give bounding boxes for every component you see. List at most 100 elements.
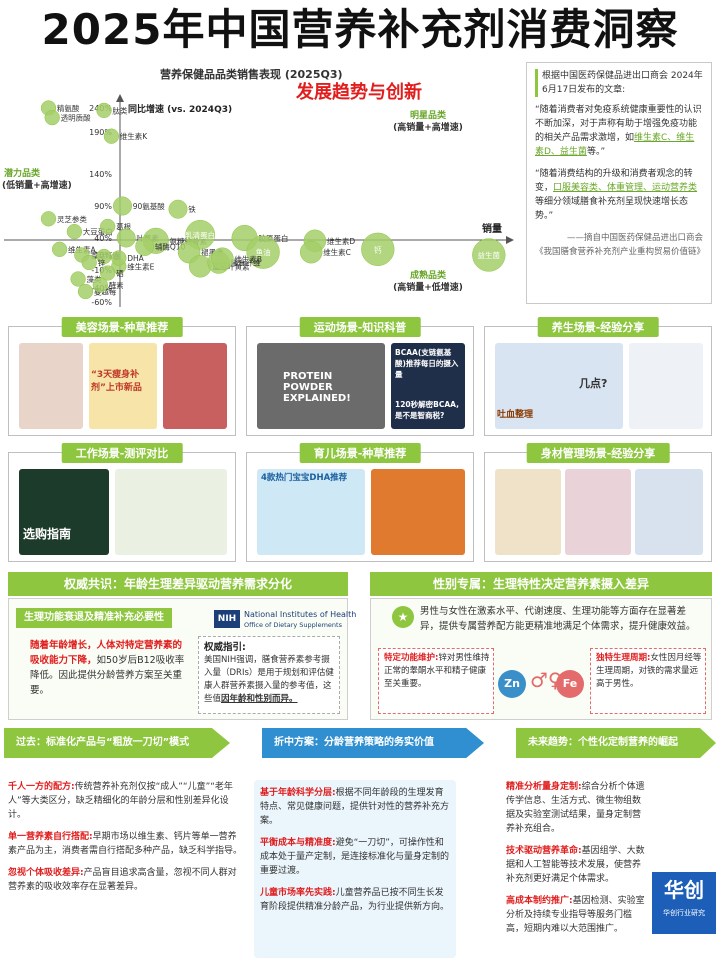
scene-head: 养生场景-经验分享 [537,317,659,337]
quote-source-1: ——摘自中国医药保健品进出口商会 [566,233,703,243]
bubble-label: 维生素E [127,261,154,271]
authority-subhead: 生理功能衰退及精准补充必要性 [16,608,172,628]
thumbnail-label: 选购指南 [23,527,72,541]
bubble [299,240,323,264]
bubble [168,199,188,219]
timeline-mid-head: 折中方案：分龄营养策略的务实价值 [262,728,484,758]
bubble-label: 硒 [116,269,124,278]
list-item: 千人一方的配方:传统营养补充剂仅按“成人”“儿童”“老年人”等大类区分，缺乏精细… [8,782,233,820]
thumbnail-label: 吐血整理 [497,410,534,420]
thumbnail-label: BCAA(支链氨基酸)推荐每日的摄入量 [395,348,459,379]
thumbnail-image [565,469,631,555]
y-tick-label: 190% [89,128,112,137]
scene-parenting: 育儿场景-种草推荐 4款热门宝宝DHA推荐 [246,443,474,562]
authority-head: 权威共识：年龄生理差异驱动营养需求分化 [8,572,348,596]
bubble-label: 钙 [374,245,382,254]
bubble-label: 辅酶Q10 [155,242,186,252]
timeline-past-head: 过去：标准化产品与“粗放一刀切”模式 [4,728,230,758]
quote-head: 根据中国医药保健品进出口商会 2024年6月17日发布的文章: [535,69,703,97]
bubble [81,254,97,271]
bubble-label: 藻类 [87,274,102,284]
quote-paragraph-2: “随着消费结构的升级和消费者观念的转变，口服美容类、体重管理、运动营养类等细分领… [535,169,698,221]
thumbnail-label: 几点? [579,377,608,390]
bubble-label: 益生菌 [478,250,501,260]
bubble [472,238,506,272]
chart-title: 营养保健品品类销售表现 (2025Q3) [160,68,343,81]
bubble [188,255,212,278]
zinc-badge: Zn [498,670,526,698]
bubble-label: 酵素 [109,280,124,290]
bubble [100,265,116,281]
female-text: 独特生理周期:女性因月经等生理周期，对铁的需求量远高于男性。 [596,653,702,689]
bubble-label: 膳食纤维 [231,258,261,268]
list-item: 平衡成本与精准度:避免“一刀切”，可操作性和成本处于量产定制，是连接标准化与量身… [260,838,450,876]
scene-wellness: 养生场景-经验分享 吐血整理 几点? [484,317,712,436]
quadrant-label: 潜力品类 [4,167,41,179]
guide-box [198,636,340,714]
lightbulb-icon: ★ [392,606,414,628]
y-axis-arrow [116,94,124,102]
bubble-label: 蓝莓叶黄素 [212,261,250,271]
thumbnail-image [495,469,561,555]
bubble-label: 灵芝参类 [57,214,87,224]
thumbnail-image [163,343,227,429]
quote-source-2: 《我国膳食营养补充剂产业重构贸易价值链》 [535,247,706,257]
bubble-label: 90氨基酸 [133,201,166,211]
bubble-label: 蔓越莓 [94,287,117,297]
gender-head: 性别专属：生理特性决定营养素摄入差异 [370,572,712,596]
bubble [111,250,127,266]
timeline-future-head: 未来趋势：个性化定制营养的崛起 [516,728,716,758]
y-tick-label: 90% [94,202,112,211]
thumbnail-image [495,343,623,429]
male-box [378,648,494,714]
list-item: 单一营养素自行搭配:早期市场以维生素、钙片等单一营养素产品为主，消费者需自行搭配… [8,832,243,856]
thumbnail-image [629,343,703,429]
quote-paragraph-1: “随着消费者对免疫系统健康重要性的认识不断加深，对于声称有助于增强免疫功能的相关… [535,105,702,157]
bubble-label: 维生素K [120,131,148,141]
bubble [113,196,132,216]
thumbnail-image [89,343,157,429]
bubble [92,277,108,293]
x-axis-arrow [506,236,514,244]
scene-head: 工作场景-测评对比 [61,443,183,463]
timeline-past-column: 千人一方的配方:传统营养补充剂仅按“成人”“儿童”“老年人”等大类区分，缺乏精细… [8,780,244,958]
thumbnail-label: 4款热门宝宝DHA推荐 [261,473,348,483]
bubble-label: 褪黑素 [201,247,224,257]
quadrant-label: 成熟品类 [410,269,447,281]
y-tick-label: 140% [89,170,112,179]
bubble [70,271,86,287]
page-title: 2025年中国营养补充剂消费洞察 [41,5,679,54]
gender-text: 男性与女性在激素水平、代谢速度、生理功能等方面存在显著差异，提供专属营养配方能更… [420,606,696,632]
timeline-future-column: 精准分析量身定制:综合分析个体遗传学信息、生活方式、微生物组数据及实验室测试结果… [506,780,648,958]
bubble [66,223,83,240]
chart-subtitle: 发展趋势与创新 [296,82,422,103]
bubble [40,211,57,227]
bubble-label: 乳清蛋白 [185,230,215,240]
list-item: 高成本制约推广:基因检测、实验室分析及持续专业指导等服务门槛高，短期内难以大范围… [506,896,645,934]
scene-head: 育儿场景-种草推荐 [299,443,421,463]
y-tick-label: -60% [91,298,112,307]
thumbnail-image [371,469,465,555]
bubble-label: 维生素B [234,254,262,264]
bubble [51,241,68,257]
quadrant-desc: (高销量+高增速) [393,121,463,133]
guide-text: 美国NIH强调，膳食营养素参考摄入量（DRIs）是用于规划和评估健康人群营养素摄… [204,655,334,704]
y-tick-label: 40% [94,234,112,243]
thumbnail-label: 120秒解密BCAA,是不是智商税? [395,400,459,420]
bubble-label: 锌 [98,258,106,268]
bubble-label: 大豆蛋白 [83,227,113,237]
bubble [103,128,120,144]
bubble-label: 肽类 [112,105,127,115]
thumbnail-image [257,469,365,555]
bubble-label: 精氨酸 [57,103,80,113]
bubble [246,235,280,269]
bubble-label: DHA [127,254,144,263]
bubble [77,283,94,300]
thumbnail-label: PROTEIN POWDER EXPLAINED! [283,371,351,404]
bubble [361,232,395,266]
quadrant-desc: (低销量+高增速) [2,179,72,191]
scene-work: 工作场景-测评对比 选购指南 [8,443,236,562]
bubble [135,237,155,256]
y-axis-label: 同比增速 (vs. 2024Q3) [128,103,232,115]
